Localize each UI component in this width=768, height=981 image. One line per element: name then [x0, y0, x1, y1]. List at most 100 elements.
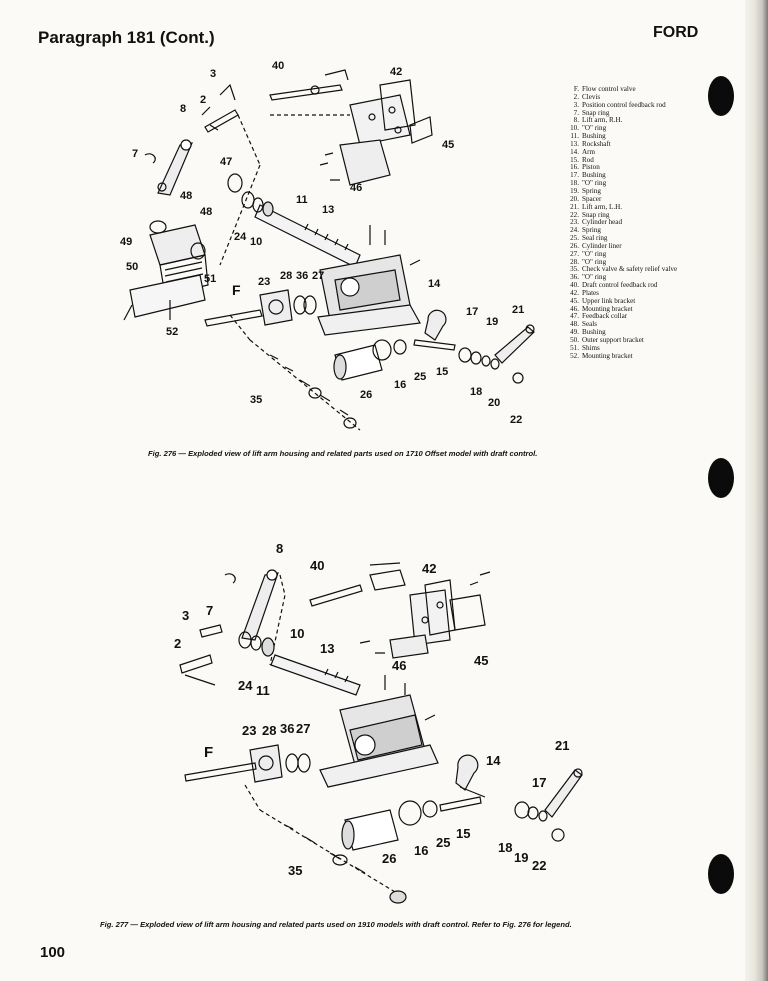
- legend-number: 8.: [573, 116, 579, 125]
- legend-text: Cylinder head: [582, 218, 622, 227]
- callout-42: 42: [390, 66, 402, 78]
- callout-23: 23: [258, 276, 270, 288]
- legend-text: Spring: [582, 226, 601, 235]
- callout-45: 45: [474, 653, 488, 668]
- callout-35: 35: [250, 394, 262, 406]
- legend-row: 18."O" ring: [565, 179, 695, 188]
- callout-2: 2: [200, 94, 206, 106]
- legend-number: 40.: [570, 281, 579, 290]
- legend-number: 13.: [570, 139, 579, 148]
- legend-row: 48.Seals: [565, 320, 695, 329]
- callout-2: 2: [174, 636, 181, 651]
- legend-row: 40.Draft control feedback rod: [565, 281, 695, 290]
- page-edge-shadow: [745, 0, 768, 981]
- legend-text: Flow control valve: [582, 85, 636, 93]
- legend-row: F.Flow control valve: [565, 85, 695, 94]
- legend-number: 11.: [570, 132, 579, 141]
- legend-text: Spacer: [582, 194, 602, 203]
- legend-row: 19.Spring: [565, 186, 695, 196]
- legend-text: Snap ring: [582, 210, 610, 219]
- legend-number: 42.: [570, 288, 579, 297]
- callout-19: 19: [486, 316, 498, 328]
- legend-row: 26.Cylinder liner: [565, 241, 695, 251]
- legend-row: 8.Lift arm, R.H.: [565, 117, 695, 125]
- callout-49: 49: [120, 236, 132, 248]
- legend-text: Arm: [582, 147, 596, 156]
- legend-number: F.: [573, 85, 579, 93]
- callout-14: 14: [486, 753, 501, 768]
- callout-48-b: 48: [200, 206, 212, 218]
- legend-number: 21.: [570, 202, 579, 211]
- legend-text: Check valve & safety relief valve: [582, 265, 678, 274]
- legend-text: Rockshaft: [582, 139, 611, 148]
- legend-row: 2.Clevis: [565, 93, 695, 102]
- legend-text: Outer support bracket: [582, 336, 644, 344]
- legend-row: 27."O" ring: [565, 249, 695, 259]
- legend-number: 15.: [570, 155, 579, 164]
- paragraph-heading: Paragraph 181 (Cont.): [38, 28, 215, 47]
- legend-row: 14.Arm: [565, 147, 695, 157]
- callout-19: 19: [514, 850, 528, 865]
- legend-row: 50.Outer support bracket: [565, 336, 695, 345]
- callout-13: 13: [322, 204, 334, 216]
- binder-hole-bottom: [708, 854, 734, 894]
- legend-number: 49.: [570, 328, 579, 337]
- callout-24: 24: [234, 231, 247, 243]
- legend-number: 28.: [570, 257, 579, 266]
- legend-row: 15.Rod: [565, 155, 695, 165]
- legend-row: 21.Lift arm, L.H.: [565, 202, 695, 212]
- callout-51: 51: [204, 273, 216, 285]
- legend-row: 52.Mounting bracket: [565, 352, 695, 361]
- fig-276-exploded-diagram: 40 3 42 2 8 7 47 11 45 46 48 13 48 24 10…: [120, 60, 535, 431]
- legend-row: 51.Shims: [565, 344, 695, 353]
- legend-text: "O" ring: [582, 257, 607, 266]
- callout-3: 3: [210, 68, 216, 80]
- callout-26: 26: [360, 389, 372, 401]
- fig-277-caption: Fig. 277 — Exploded view of lift arm hou…: [100, 920, 572, 929]
- legend-number: 23.: [570, 218, 579, 227]
- legend-text: Cylinder liner: [582, 241, 622, 250]
- legend-row: 10."O" ring: [565, 124, 695, 133]
- callout-21: 21: [512, 304, 524, 316]
- legend-number: 26.: [570, 241, 579, 250]
- callout-F: F: [204, 744, 213, 761]
- legend-text: Upper link bracket: [582, 296, 636, 305]
- callout-52: 52: [166, 326, 178, 338]
- legend-number: 36.: [570, 273, 579, 282]
- legend-row: 17.Bushing: [565, 171, 695, 180]
- legend-number: 17.: [570, 171, 579, 180]
- binder-hole-top: [708, 76, 734, 116]
- callout-14: 14: [428, 278, 441, 290]
- callout-8: 8: [180, 103, 186, 115]
- callout-46: 46: [392, 658, 406, 673]
- fig-276-caption: Fig. 276 — Exploded view of lift arm hou…: [148, 449, 538, 458]
- callout-10: 10: [290, 626, 304, 641]
- callout-10: 10: [250, 236, 262, 248]
- callout-21: 21: [555, 738, 569, 753]
- callout-11: 11: [256, 683, 270, 698]
- legend-text: Spring: [582, 186, 601, 195]
- callout-7: 7: [206, 603, 213, 618]
- callout-16: 16: [394, 379, 406, 391]
- legend-number: 47.: [570, 312, 579, 321]
- callout-26: 26: [382, 851, 396, 866]
- legend-row: 35.Check valve & safety relief valve: [565, 266, 695, 274]
- legend-text: "O" ring: [582, 179, 607, 188]
- legend-text: Position control feedback rod: [582, 100, 666, 109]
- legend-text: Lift arm, L.H.: [582, 202, 622, 211]
- callout-18: 18: [498, 840, 512, 855]
- fig-277-exploded-diagram: 8 40 42 3 7 10 2 13 46 45 24 11 23 28 36…: [174, 541, 583, 904]
- legend-number: 18.: [570, 179, 579, 188]
- legend-row: 25.Seal ring: [565, 234, 695, 243]
- binder-hole-middle: [708, 458, 734, 498]
- legend-text: "O" ring: [582, 249, 607, 258]
- callout-42: 42: [422, 561, 436, 576]
- legend-row: 47.Feedback collar: [565, 313, 695, 321]
- legend-text: Lift arm, R.H.: [582, 116, 623, 125]
- callout-17: 17: [532, 775, 546, 790]
- callout-36: 36: [280, 721, 294, 736]
- callout-36: 36: [296, 270, 308, 282]
- legend-row: 49.Bushing: [565, 328, 695, 337]
- callout-40: 40: [310, 558, 324, 573]
- legend-row: 45.Upper link bracket: [565, 296, 695, 306]
